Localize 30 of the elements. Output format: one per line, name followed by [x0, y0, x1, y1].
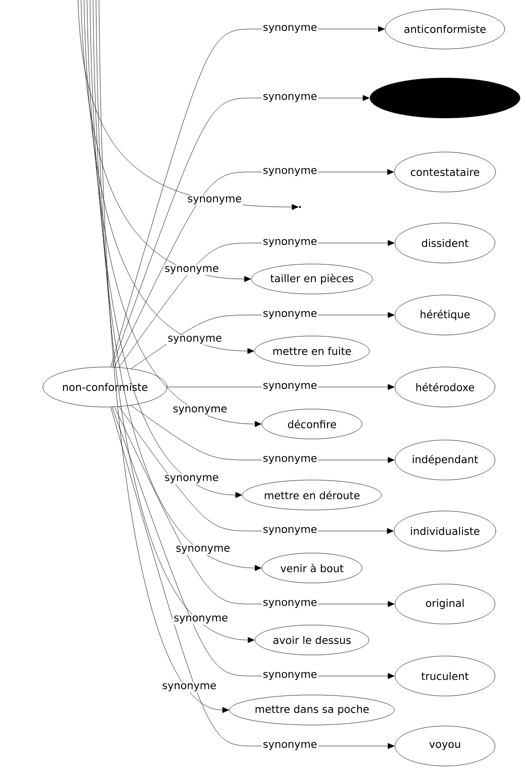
edge-label: synonyme	[262, 454, 318, 466]
edge-label: synonyme	[164, 265, 220, 276]
edge-label: synonyme	[262, 670, 318, 682]
edge-label: synonyme	[174, 544, 232, 555]
edge-label: synonyme	[262, 92, 318, 104]
arrow	[92, 0, 262, 571]
edge-label: synonyme	[262, 166, 318, 178]
edge-label: synonyme	[186, 195, 243, 206]
edge-label: synonyme	[161, 682, 218, 692]
edge-label: synonyme	[262, 238, 318, 248]
arrow	[90, 0, 242, 498]
edge-label: synonyme	[262, 382, 318, 392]
edge-label: synonyme	[262, 24, 318, 34]
arrow	[98, 0, 230, 713]
arrow	[86, 0, 262, 427]
edge-label: synonyme	[262, 310, 318, 320]
arrow	[80, 0, 251, 282]
arrow	[110, 26, 385, 368]
edge-label: synonyme	[262, 526, 318, 536]
arrow	[84, 0, 254, 354]
edge-label: synonyme	[262, 598, 318, 610]
edge-label: synonyme	[172, 405, 228, 416]
arrow	[96, 0, 255, 643]
edge-label: synonyme	[163, 474, 220, 484]
filled-ellipse	[370, 78, 520, 118]
edge-label: synonyme	[166, 334, 223, 345]
arrow	[110, 406, 394, 749]
edge-label: synonyme	[172, 614, 229, 625]
arrow	[112, 95, 370, 368]
edge-label: synonyme	[262, 740, 318, 752]
